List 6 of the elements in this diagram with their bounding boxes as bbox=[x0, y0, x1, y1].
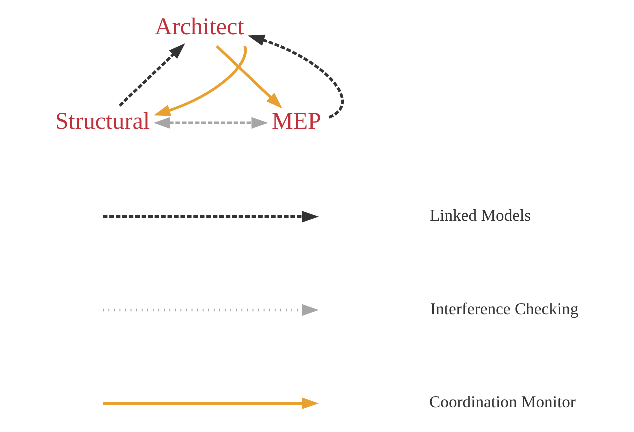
node-text: MEP bbox=[272, 108, 321, 135]
node-text: Structural bbox=[54, 108, 150, 135]
legend-label: Coordination Monitor bbox=[429, 392, 576, 412]
node-text: Architect bbox=[154, 14, 244, 41]
legend-label: Interference Checking bbox=[430, 299, 578, 318]
legend-label: Linked Models bbox=[430, 206, 531, 225]
